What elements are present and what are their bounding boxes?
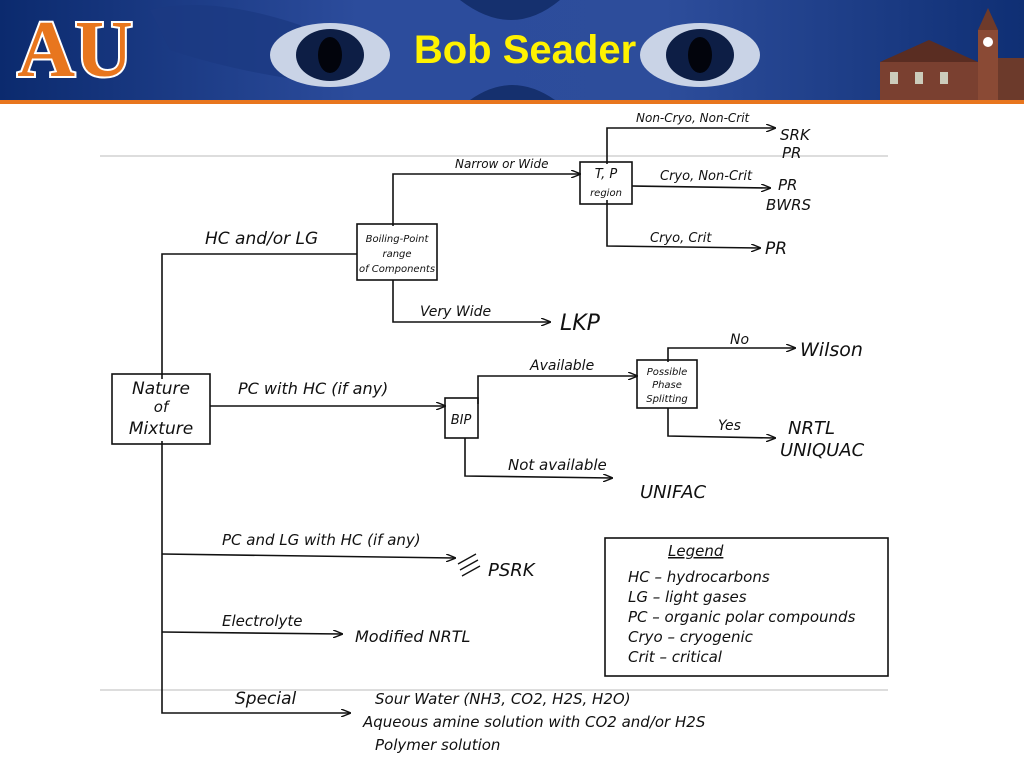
node-nature-line3: Mixture — [129, 419, 193, 439]
outcome-nrtl: NRTL — [788, 418, 835, 439]
node-boiling — [356, 223, 438, 281]
node-boiling-line1: Boiling-Point — [366, 234, 430, 245]
outcome-unifac: UNIFAC — [640, 482, 707, 503]
edge-label-pc-lg-hc: PC and LG with HC (if any) — [222, 531, 421, 549]
edge-electrolyte — [161, 632, 342, 634]
edge-cryo-crit — [606, 200, 760, 248]
node-phase-line1: Possible — [647, 367, 688, 378]
edge-label-very-wide: Very Wide — [420, 304, 491, 320]
legend-item-pc: PC – organic polar compounds — [628, 608, 856, 626]
edge-label-special: Special — [235, 689, 297, 709]
outcome-srk: SRK — [780, 126, 811, 144]
edge-narrow — [392, 174, 580, 226]
edge-label-electrolyte: Electrolyte — [222, 612, 303, 630]
legend-box — [604, 537, 889, 677]
outcome-lkp: LKP — [560, 311, 601, 336]
edge-label-no: No — [730, 332, 749, 348]
edge-label-yes: Yes — [718, 418, 741, 434]
edge-label-available: Available — [529, 358, 594, 374]
auburn-logo: AU — [15, 4, 135, 94]
node-tp-line1: T, P — [595, 167, 618, 182]
node-boiling-line2: range — [382, 249, 411, 260]
auburn-logo-text: AU — [17, 6, 133, 94]
decision-tree: Nature of Mixture Boiling-Point range of… — [100, 111, 889, 754]
outcome-pr-2: PR — [778, 176, 797, 194]
node-nature — [111, 373, 211, 445]
page-title: Bob Seader — [413, 28, 637, 72]
edge-very-wide — [392, 280, 550, 322]
edge-available — [477, 376, 637, 404]
legend-item-cryo: Cryo – cryogenic — [628, 628, 754, 646]
node-tp-line2: region — [590, 188, 622, 199]
edge-label-cryo-crit: Cryo, Crit — [650, 231, 712, 246]
edge-no — [667, 348, 795, 362]
edge-label-pc-hc: PC with HC (if any) — [238, 379, 388, 398]
node-boiling-line3: of Components — [359, 264, 435, 275]
legend-item-hc: HC – hydrocarbons — [628, 568, 770, 586]
outcome-uniquac: UNIQUAC — [780, 440, 865, 461]
node-bip — [444, 397, 479, 439]
outcome-modified-nrtl: Modified NRTL — [355, 627, 470, 646]
node-phase — [636, 359, 698, 409]
edge-special — [161, 441, 350, 713]
banner-stripe — [0, 100, 1024, 104]
node-phase-line2: Phase — [652, 380, 682, 391]
legend-item-crit: Crit – critical — [628, 648, 723, 666]
outcome-wilson: Wilson — [800, 339, 863, 361]
node-phase-line3: Splitting — [646, 394, 688, 405]
outcome-polymer: Polymer solution — [375, 736, 500, 754]
outcome-pr-3: PR — [765, 239, 787, 259]
outcome-pr-1: PR — [782, 144, 801, 162]
scribble-mark — [457, 553, 481, 577]
legend-item-lg: LG – light gases — [628, 588, 747, 606]
node-bip-label: BIP — [451, 413, 472, 428]
edge-label-not-available: Not available — [508, 456, 607, 474]
outcome-aqueous-amine: Aqueous amine solution with CO2 and/or H… — [362, 713, 706, 731]
edge-yes — [667, 408, 775, 438]
edge-label-noncryo: Non-Cryo, Non-Crit — [636, 111, 751, 125]
edge-cryo-noncrit — [631, 186, 770, 188]
node-nature-line1: Nature — [132, 379, 190, 399]
tiger-eyes-graphic — [150, 0, 760, 100]
outcome-bwrs: BWRS — [766, 196, 812, 214]
edge-label-narrow: Narrow or Wide — [455, 157, 548, 171]
header-banner: AU Bob Seader — [0, 0, 1024, 100]
edge-not-available — [464, 438, 612, 478]
edge-label-cryo-noncrit: Cryo, Non-Crit — [660, 169, 753, 184]
node-nature-line2: of — [154, 398, 171, 416]
outcome-sour-water: Sour Water (NH3, CO2, H2S, H2O) — [375, 690, 631, 708]
edge-noncryo — [606, 128, 775, 164]
clock-tower-graphic — [880, 8, 1024, 100]
edge-hc-lg — [161, 253, 357, 379]
edge-pc-lg-hc — [161, 553, 455, 558]
edge-label-hc-lg: HC and/or LG — [205, 229, 318, 249]
node-tp — [579, 161, 633, 205]
legend-title: Legend — [668, 542, 724, 560]
outcome-psrk: PSRK — [488, 560, 536, 581]
